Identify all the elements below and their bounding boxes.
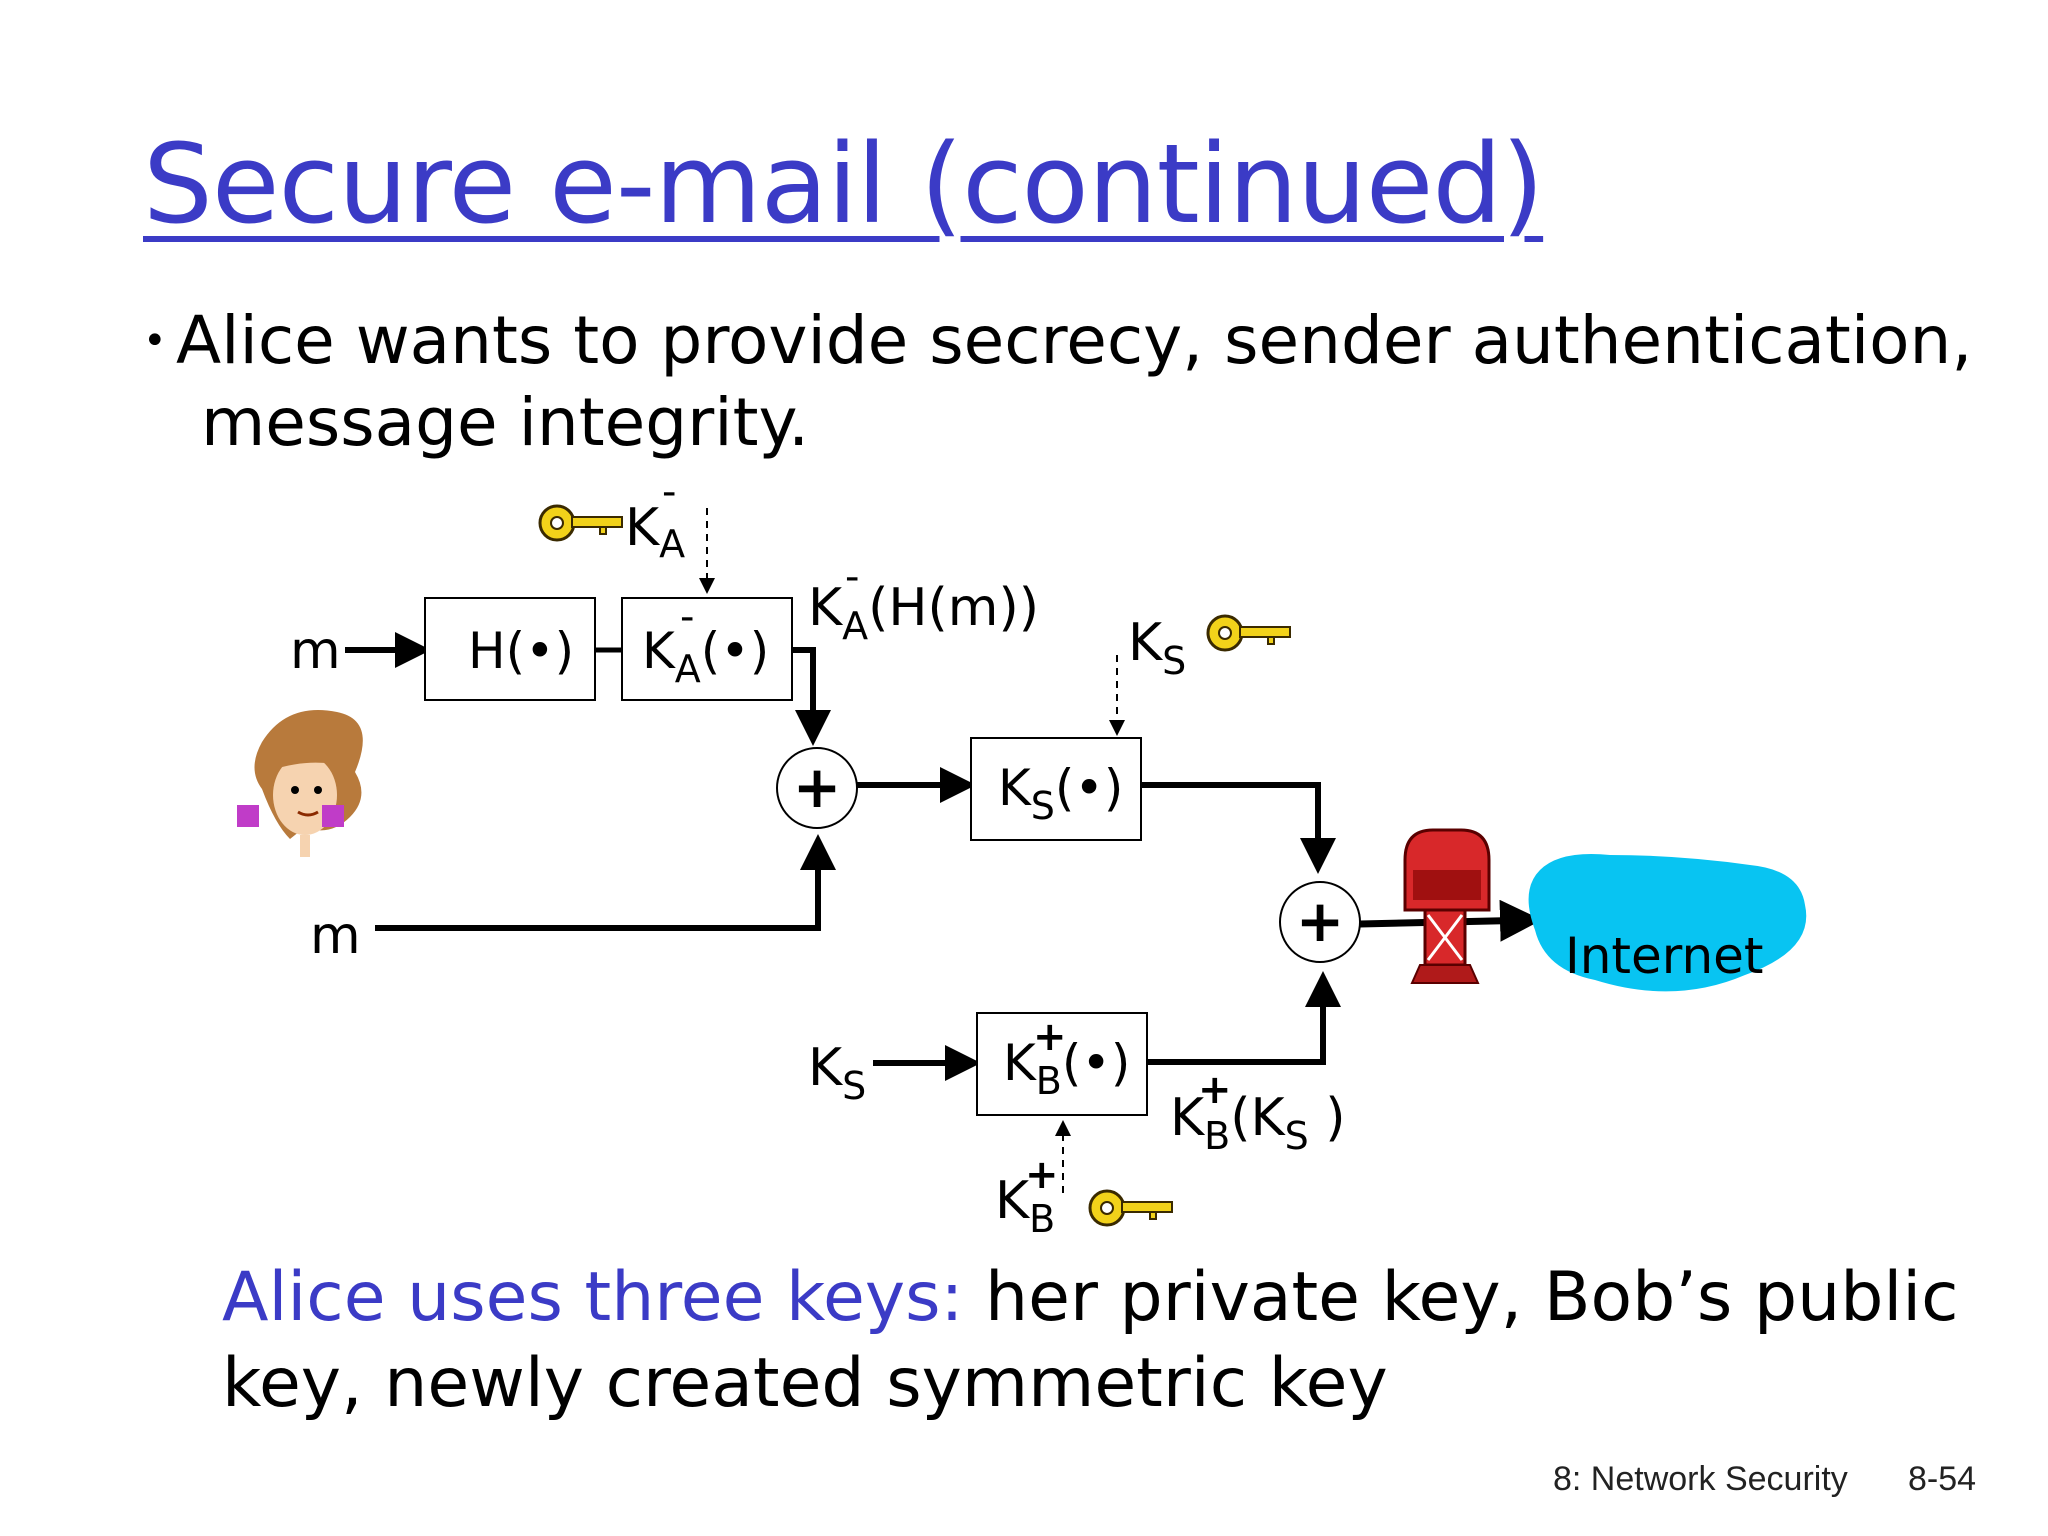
internet-cloud-icon bbox=[1528, 854, 1807, 992]
bob-encrypt-to-combine-arrow bbox=[1147, 971, 1341, 1065]
session-key-label: KS bbox=[1128, 613, 1186, 683]
session-encrypt-to-combine-arrow bbox=[1141, 782, 1336, 874]
signed-hash-sup: - bbox=[845, 554, 859, 600]
alice-private-key-icon bbox=[538, 504, 623, 542]
page-title: Secure e-mail (continued) bbox=[143, 120, 1544, 248]
summary-highlight: Alice uses three keys: bbox=[222, 1258, 964, 1337]
sign-box bbox=[621, 597, 793, 701]
combine-plus-1: + bbox=[793, 753, 842, 821]
bob-public-key-label: KB bbox=[995, 1171, 1055, 1241]
session-encrypt-box-label: KS(•) bbox=[998, 759, 1123, 828]
footer-chapter: 8: Network Security bbox=[1553, 1460, 1848, 1498]
sign-to-combine-arrow bbox=[792, 647, 831, 746]
alice-private-key-label: KA bbox=[625, 498, 685, 566]
bob-encrypt-box-sup: + bbox=[1033, 1014, 1067, 1060]
alice-private-key-sup: - bbox=[662, 469, 676, 515]
encrypted-session-key-label: KB(KS ) bbox=[1170, 1088, 1346, 1158]
bullet-line-1: Alice wants to provide secrecy, sender a… bbox=[176, 302, 1973, 379]
combine-plus-2: + bbox=[1296, 887, 1345, 955]
encrypted-session-key-sup: + bbox=[1198, 1067, 1232, 1113]
summary-rest: her private key, Bob’s public bbox=[963, 1258, 1959, 1337]
bob-encrypt-box-label: KB(•) bbox=[1003, 1034, 1130, 1103]
message-label-bottom: m bbox=[310, 906, 361, 966]
message-label-top: m bbox=[290, 621, 341, 681]
summary-line-2: key, newly created symmetric key bbox=[222, 1344, 1388, 1423]
mailbox-icon bbox=[1403, 828, 1491, 984]
session-key-icon bbox=[1206, 614, 1291, 652]
bullet-line-2: message integrity. bbox=[201, 384, 810, 461]
m-to-combine-arrow bbox=[375, 834, 836, 931]
bob-public-key-sup: + bbox=[1025, 1152, 1059, 1198]
hash-box-label: H(•) bbox=[468, 622, 574, 680]
footer-page-number: 8-54 bbox=[1908, 1460, 1977, 1498]
signed-hash-label: KA(H(m)) bbox=[808, 578, 1039, 648]
sign-box-sup: - bbox=[680, 594, 694, 640]
session-encrypt-box bbox=[970, 737, 1142, 841]
bob-public-key-icon bbox=[1088, 1189, 1173, 1227]
summary-text: Alice uses three keys: her private key, … bbox=[222, 1255, 1959, 1427]
internet-label: Internet bbox=[1565, 927, 1764, 985]
bullet-dot: • bbox=[143, 318, 167, 364]
ks-input-label: KS bbox=[808, 1038, 866, 1108]
bob-encrypt-box bbox=[976, 1012, 1148, 1116]
alice-avatar-icon bbox=[237, 710, 363, 857]
sign-box-label: KA(•) bbox=[642, 622, 769, 691]
